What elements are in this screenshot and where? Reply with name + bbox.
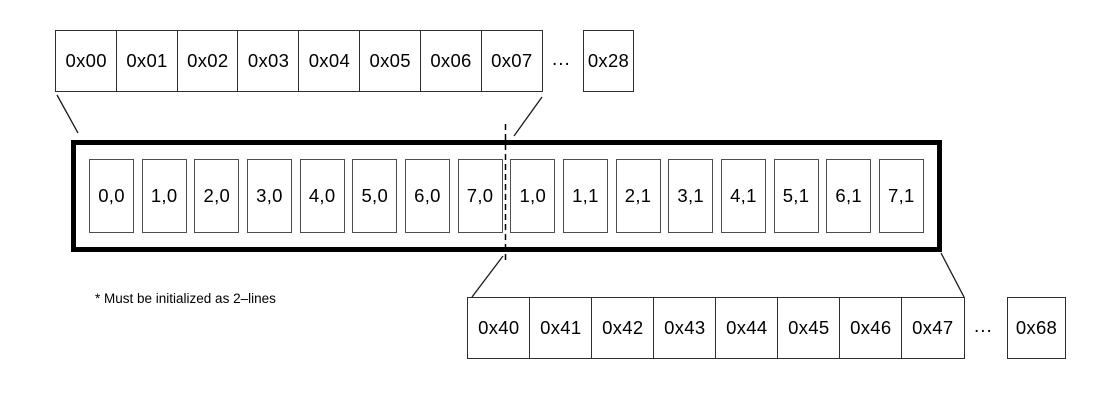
address-cell: 0x47 [901,297,965,359]
buffer-cell: 3,0 [246,159,292,233]
buffer-cell: 5,0 [352,159,398,233]
connector-line-top-right [513,96,543,137]
buffer-cell: 3,1 [668,159,714,233]
address-cell: 0x02 [176,30,239,92]
buffer-cell: 6,1 [826,159,872,233]
bottom-address-row: 0x40 0x41 0x42 0x43 0x44 0x45 0x46 0x47 [467,297,965,359]
buffer-cell: 1,0 [141,159,187,233]
address-cell: 0x40 [467,297,531,359]
buffer-cell: 0,0 [89,159,134,233]
buffer-cell: 7,1 [878,159,924,233]
address-cell: 0x46 [839,297,903,359]
buffer-cell: 1,1 [562,159,608,233]
buffer-cell: 6,0 [404,159,450,233]
address-cell: 0x03 [237,30,300,92]
buffer-cell: 4,0 [299,159,345,233]
address-cell: 0x01 [115,30,179,92]
footnote: * Must be initialized as 2–lines [95,291,276,306]
buffer-cell: 2,0 [194,159,240,233]
display-buffer-box: 0,0 1,0 2,0 3,0 4,0 5,0 6,0 7,0 1,0 1,1 … [71,140,942,252]
buffer-cell: 4,1 [720,159,766,233]
address-cell: 0x45 [777,297,841,359]
address-cell-end: 0x28 [583,30,634,92]
ellipsis: ... [552,49,571,70]
address-cell: 0x41 [529,297,593,359]
address-cell: 0x00 [55,30,118,92]
buffer-cell: 5,1 [773,159,819,233]
address-cell: 0x07 [480,30,543,92]
connector-line-top-left [56,94,79,134]
address-cell: 0x42 [591,297,655,359]
connector-line-bottom-right [940,252,965,298]
ellipsis: ... [974,316,993,337]
address-cell: 0x43 [653,297,717,359]
address-cell: 0x06 [419,30,483,92]
top-address-row: 0x00 0x01 0x02 0x03 0x04 0x05 0x06 0x07 [55,30,543,92]
buffer-cell: 7,0 [457,159,503,233]
buffer-cell: 2,1 [615,159,661,233]
address-cell: 0x05 [358,30,422,92]
address-cell-end: 0x68 [1007,297,1066,359]
connector-line-bottom-left [471,255,504,298]
address-cell: 0x44 [715,297,779,359]
address-cell: 0x04 [298,30,361,92]
buffer-cell: 1,0 [510,159,556,233]
